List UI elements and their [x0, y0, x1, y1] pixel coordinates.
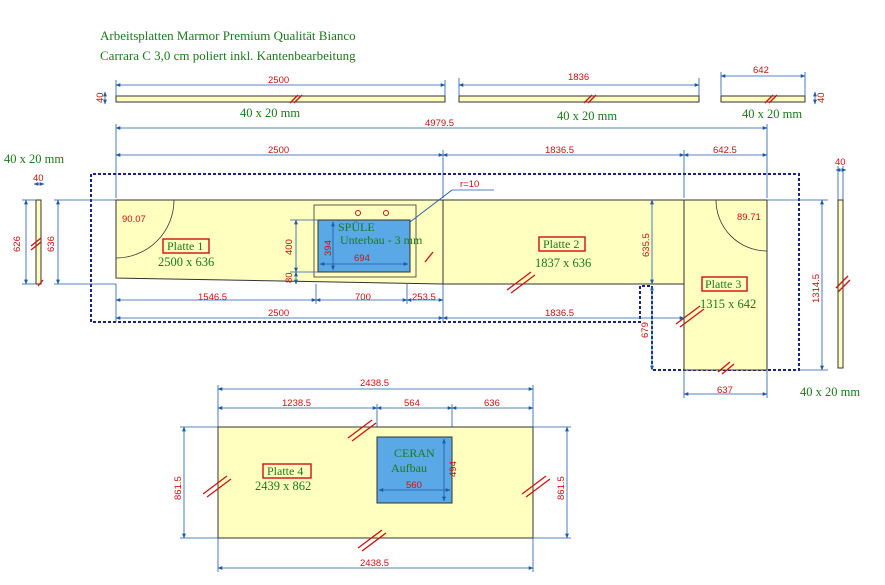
- dim-p4-2438-5-top: 2438.5: [360, 378, 389, 389]
- dim-overall: 4979.5: [425, 118, 454, 129]
- dim-right-1314-5: 1314.5: [811, 274, 822, 303]
- dim-p4-1238-5: 1238.5: [282, 398, 311, 409]
- edge-strip-3: 642 40 40 x 20 mm: [720, 65, 827, 121]
- edge-label-1: 40 x 20 mm: [240, 106, 300, 120]
- dim-p3-679: 679: [640, 322, 651, 338]
- radius-label: r=10: [460, 179, 479, 190]
- cooktop-cutout: [376, 436, 453, 504]
- plate-3: 89.71 Platte 3 1315 x 642: [683, 199, 768, 375]
- cooktop-label-1: CERAN: [394, 446, 435, 460]
- dim-p4-560: 560: [406, 480, 422, 491]
- sink-label-1: SPÜLE: [338, 220, 375, 234]
- dim-p2-635-5: 635.5: [641, 233, 652, 257]
- plate-1: 90.07 Platte 1 2500 x 636 SPÜLE Unterbau…: [115, 199, 444, 285]
- dim-seg-642-5: 642.5: [713, 145, 737, 156]
- plate-2-name: Platte 2: [543, 237, 579, 251]
- plate-1-name: Platte 1: [167, 239, 203, 253]
- dim-b-1546-5: 1546.5: [198, 292, 227, 303]
- dim-p4-861-5-right: 861.5: [556, 476, 567, 500]
- plate-3-name: Platte 3: [705, 277, 741, 291]
- dim-right-edge-top: 40: [835, 157, 846, 168]
- edge-strip-left: 40 626: [12, 173, 45, 287]
- dim-b-253-5: 253.5: [412, 292, 436, 303]
- edge-label-5: 40 x 20 mm: [800, 385, 860, 399]
- dim-b-700: 700: [355, 292, 371, 303]
- dim-seg-2500: 2500: [268, 145, 289, 156]
- edge-strip-2: 1836 40 x 20 mm: [458, 72, 700, 123]
- dim-left-edge-top: 40: [33, 173, 44, 184]
- dim-edge-top-3: 642: [753, 65, 769, 76]
- dim-p4-494: 494: [448, 461, 459, 477]
- dim-p4-636: 636: [484, 398, 500, 409]
- dim-b-1836-5: 1836.5: [545, 308, 574, 319]
- cooktop-label-2: Aufbau: [391, 461, 427, 475]
- sink-label-2: Unterbau - 3 mm: [340, 233, 423, 247]
- angle-left: 90.07: [122, 214, 146, 225]
- dim-left-636: 636: [46, 236, 57, 252]
- edge-label-4: 40 x 20 mm: [4, 152, 64, 166]
- dim-edge-top-2: 1836: [568, 72, 589, 83]
- dim-sink-80: 80: [284, 272, 295, 283]
- dim-p3-637: 637: [717, 385, 733, 396]
- plate-4-size: 2439 x 862: [255, 479, 311, 493]
- edge-label-3: 40 x 20 mm: [742, 107, 802, 121]
- plate-3-size: 1315 x 642: [700, 297, 756, 311]
- dim-sink-394: 394: [323, 240, 334, 256]
- dim-p4-2438-5-bottom: 2438.5: [360, 558, 389, 569]
- edge-label-2: 40 x 20 mm: [557, 109, 617, 123]
- edge-strip-1: 2500 40 40 x 20 mm: [95, 75, 446, 120]
- header-line-1: Arbeitsplatten Marmor Premium Qualität B…: [100, 28, 356, 43]
- header-line-2: Carrara C 3,0 cm poliert inkl. Kantenbea…: [100, 48, 356, 63]
- edge-strip-right: 40: [835, 157, 851, 369]
- plate-1-size: 2500 x 636: [158, 255, 214, 269]
- dim-left-626: 626: [12, 236, 23, 252]
- plate-4: CERAN Aufbau 494 560 Platte 4 2439 x 862: [202, 419, 551, 552]
- dim-sink-400: 400: [284, 239, 295, 255]
- plate-2-size: 1837 x 636: [535, 256, 591, 270]
- dim-b-2500: 2500: [268, 308, 289, 319]
- plate-4-name: Platte 4: [267, 464, 303, 478]
- dim-p4-564: 564: [404, 398, 420, 409]
- dim-p4-861-5-left: 861.5: [173, 476, 184, 500]
- dim-seg-1836-5: 1836.5: [545, 145, 574, 156]
- dim-sink-694: 694: [354, 253, 370, 264]
- dim-edge-top-1: 2500: [268, 75, 289, 86]
- angle-right: 89.71: [737, 212, 761, 223]
- dim-edge-top-1-height: 40: [95, 92, 106, 103]
- dim-edge-top-3-height: 40: [816, 92, 827, 103]
